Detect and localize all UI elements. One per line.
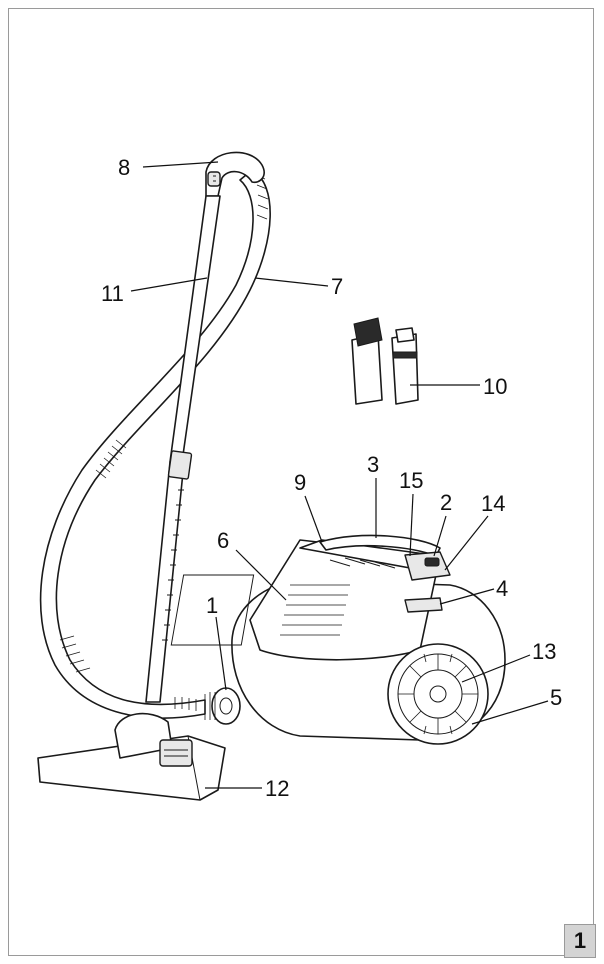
- leader-2: [433, 515, 447, 557]
- floor-nozzle: [37, 712, 226, 801]
- callout-9: 9: [294, 470, 306, 495]
- rear-wheel: [387, 643, 489, 745]
- leader-15: [409, 493, 414, 557]
- callout-3: 3: [367, 452, 379, 477]
- leader-8: [142, 161, 219, 168]
- handle: [205, 151, 265, 197]
- callout-11: 11: [101, 281, 124, 306]
- callout-5: 5: [550, 685, 562, 710]
- leader-6: [235, 549, 287, 601]
- leader-lines: [130, 161, 549, 789]
- callout-14: 14: [481, 491, 505, 516]
- page-number-badge: 1: [564, 924, 596, 958]
- leader-9: [304, 495, 323, 543]
- page-frame: [8, 8, 594, 956]
- leader-13: [461, 654, 531, 683]
- callout-8: 8: [118, 155, 130, 180]
- callout-7: 7: [331, 274, 343, 299]
- callout-4: 4: [496, 576, 508, 601]
- callout-13: 13: [532, 639, 556, 664]
- callout-6: 6: [217, 528, 229, 553]
- callout-15: 15: [399, 468, 423, 493]
- callout-10: 10: [483, 374, 507, 399]
- leader-5: [471, 700, 549, 725]
- telescopic-tube: [145, 195, 221, 703]
- leader-14: [444, 515, 489, 571]
- callout-labels: 8 11 7 10 9 3 15 2 14 6 4 1 13 5 12: [101, 155, 562, 801]
- accessory-tools: [351, 317, 419, 405]
- leader-11: [130, 277, 208, 292]
- leader-7: [254, 277, 329, 287]
- callout-1: 1: [206, 593, 218, 618]
- leader-4: [439, 588, 495, 605]
- callout-12: 12: [265, 776, 289, 801]
- callout-2: 2: [440, 490, 452, 515]
- leader-1: [215, 616, 227, 691]
